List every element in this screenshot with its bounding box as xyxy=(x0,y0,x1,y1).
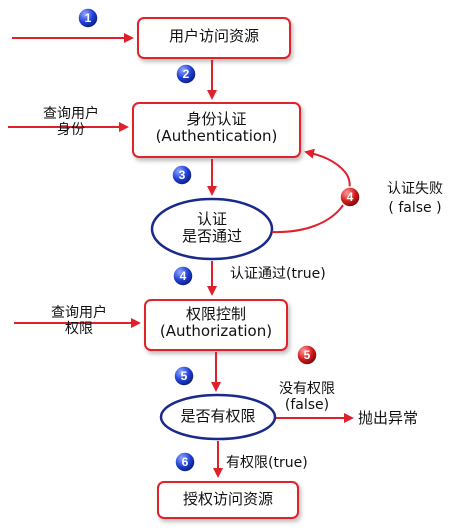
has-perm-label: 有权限(true) xyxy=(226,455,308,471)
auth-decision-ellipse xyxy=(150,197,274,261)
svg-text:5: 5 xyxy=(181,369,188,383)
step-badge-3: 3 xyxy=(171,164,193,186)
grant-access-label: 授权访问资源 xyxy=(182,490,273,508)
authentication-label: 身份认证 (Authentication) xyxy=(133,110,300,146)
query-identity-label: 查询用户 身份 xyxy=(28,106,114,138)
no-perm-line1: 没有权限 xyxy=(279,381,335,397)
query-identity-line2: 身份 xyxy=(57,122,85,139)
grant-access-box xyxy=(157,481,299,519)
request-label: 用户访问资源 xyxy=(168,27,259,45)
step-badge-1: 1 xyxy=(77,7,99,29)
svg-text:5: 5 xyxy=(304,348,311,362)
query-perm-line2: 权限 xyxy=(65,321,93,338)
svg-text:1: 1 xyxy=(85,11,92,25)
perm-decision-ellipse xyxy=(159,393,277,441)
step-badge-4-fail: 4 xyxy=(339,186,361,208)
query-perm-label: 查询用户 权限 xyxy=(36,305,122,337)
throw-exception-label: 抛出异常 xyxy=(358,409,419,427)
arrow-auth-fail-loop xyxy=(271,148,351,234)
authentication-label-line2: (Authentication) xyxy=(155,127,278,146)
auth-decision-line2: 是否通过 xyxy=(181,227,242,246)
query-perm-line1: 查询用户 xyxy=(51,305,107,321)
step-badge-4-pass: 4 xyxy=(172,265,194,287)
step-badge-6: 6 xyxy=(174,451,196,473)
svg-text:3: 3 xyxy=(179,168,186,182)
step-badge-5-pass: 5 xyxy=(173,365,195,387)
svg-text:4: 4 xyxy=(347,190,354,204)
auth-decision-line1: 认证 xyxy=(196,210,227,228)
svg-text:6: 6 xyxy=(182,455,189,469)
step-badge-2: 2 xyxy=(175,63,197,85)
auth-pass-label: 认证通过(true) xyxy=(230,266,326,282)
perm-decision-label: 是否有权限 xyxy=(180,407,256,425)
svg-text:4: 4 xyxy=(180,269,187,283)
authorization-label: 权限控制 (Authorization) xyxy=(145,305,287,341)
no-perm-label: 没有权限 (false) xyxy=(262,381,352,413)
svg-text:2: 2 xyxy=(183,67,190,81)
auth-fail-line2: ( false ) xyxy=(388,199,442,216)
authentication-box xyxy=(132,102,301,158)
authentication-label-line1: 身份认证 xyxy=(186,110,247,128)
authorization-label-line1: 权限控制 xyxy=(185,305,246,323)
authorization-box xyxy=(144,299,288,351)
auth-fail-line1: 认证失败 xyxy=(387,181,443,197)
auth-decision-label: 认证 是否通过 xyxy=(152,210,272,246)
step-badge-5-fail: 5 xyxy=(296,344,318,366)
no-perm-line2: (false) xyxy=(284,397,330,414)
query-identity-line1: 查询用户 xyxy=(43,106,99,122)
authorization-label-line2: (Authorization) xyxy=(159,322,273,341)
request-box xyxy=(137,17,291,59)
auth-fail-label: 认证失败 ( false ) xyxy=(372,180,458,218)
